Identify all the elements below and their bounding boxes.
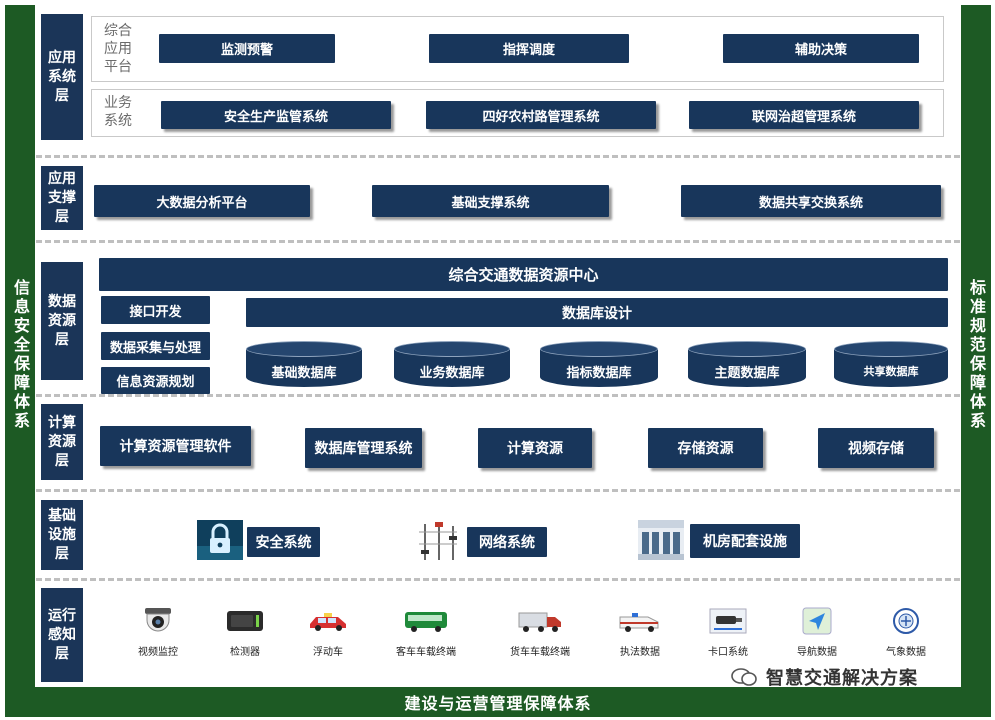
integrated-platform-title: 综合 应用 平台 [104, 23, 132, 75]
truck-icon [518, 612, 561, 632]
command-dispatch-box: 指挥调度 [429, 34, 629, 63]
theme-database: 主题数据库 [688, 341, 806, 387]
standard-spec-bar: 标准规范保障体系 [961, 5, 991, 705]
base-support-box: 基础支撑系统 [372, 185, 609, 217]
application-layer-label: 应用 系统 层 [41, 14, 83, 140]
network-rack-icon [419, 522, 457, 560]
data-layer-label: 数据 资源 层 [41, 262, 83, 380]
sensor-weather: 气象数据 [861, 605, 951, 658]
security-system-box: 安全系统 [247, 527, 320, 557]
info-security-bar: 信息安全保障体系 [5, 5, 35, 705]
rural-road-box: 四好农村路管理系统 [426, 101, 656, 129]
bus-icon [405, 612, 447, 632]
ambulance-icon [619, 613, 659, 632]
data-collection-box: 数据采集与处理 [101, 332, 210, 360]
lock-icon [197, 520, 243, 560]
taxi-icon [310, 613, 346, 631]
data-center-box: 综合交通数据资源中心 [99, 258, 948, 291]
infra-layer-label: 基础 设施 层 [41, 500, 83, 570]
compute-layer-label: 计算 资源 层 [41, 404, 83, 480]
shared-database: 共享数据库 [834, 341, 948, 387]
decision-support-box: 辅助决策 [723, 34, 919, 63]
separator [36, 394, 960, 397]
compute-mgmt-box: 计算资源管理软件 [100, 426, 251, 466]
business-system-title: 业务 系统 [104, 95, 132, 129]
server-room-box: 机房配套设施 [690, 524, 800, 558]
bigdata-platform-box: 大数据分析平台 [94, 185, 310, 217]
detector-icon [227, 611, 263, 631]
dbms-box: 数据库管理系统 [305, 428, 422, 468]
separator [36, 240, 960, 243]
sensor-navigation: 导航数据 [772, 605, 862, 658]
compute-resource-box: 计算资源 [478, 428, 592, 468]
separator [36, 578, 960, 581]
sensor-law-enforcement: 执法数据 [595, 605, 685, 658]
server-room-icon [638, 520, 684, 560]
interface-dev-box: 接口开发 [101, 296, 210, 324]
safety-supervision-box: 安全生产监管系统 [161, 101, 391, 129]
base-database: 基础数据库 [246, 341, 362, 387]
separator [36, 155, 960, 158]
sensor-checkpoint: 卡口系统 [683, 605, 773, 658]
db-design-box: 数据库设计 [246, 298, 948, 327]
sensor-detector: 检测器 [200, 605, 290, 658]
support-layer-label: 应用 支撑 层 [41, 166, 83, 230]
sensor-floating-car: 浮动车 [283, 605, 373, 658]
construction-operation-bar: 建设与运营管理保障体系 [5, 687, 991, 717]
checkpoint-camera-icon [709, 608, 747, 634]
data-exchange-box: 数据共享交换系统 [681, 185, 941, 217]
watermark: 智慧交通解决方案 [730, 664, 918, 690]
storage-resource-box: 存储资源 [648, 428, 763, 468]
weather-icon [893, 608, 919, 634]
perception-layer-label: 运行 感知 层 [41, 588, 83, 682]
sensor-bus-terminal: 客车车载终端 [381, 605, 471, 658]
network-system-box: 网络系统 [467, 527, 547, 557]
business-database: 业务数据库 [394, 341, 510, 387]
separator [36, 489, 960, 492]
indicator-database: 指标数据库 [540, 341, 658, 387]
sensor-truck-terminal: 货车车载终端 [495, 605, 585, 658]
resource-planning-box: 信息资源规划 [101, 367, 210, 394]
navigation-icon [802, 607, 832, 635]
video-storage-box: 视频存储 [818, 428, 934, 468]
chat-bubble-icon [731, 668, 757, 686]
monitoring-warning-box: 监测预警 [159, 34, 335, 63]
overload-control-box: 联网治超管理系统 [689, 101, 919, 129]
sensor-video-monitor: 视频监控 [113, 605, 203, 658]
camera-icon [145, 608, 171, 632]
